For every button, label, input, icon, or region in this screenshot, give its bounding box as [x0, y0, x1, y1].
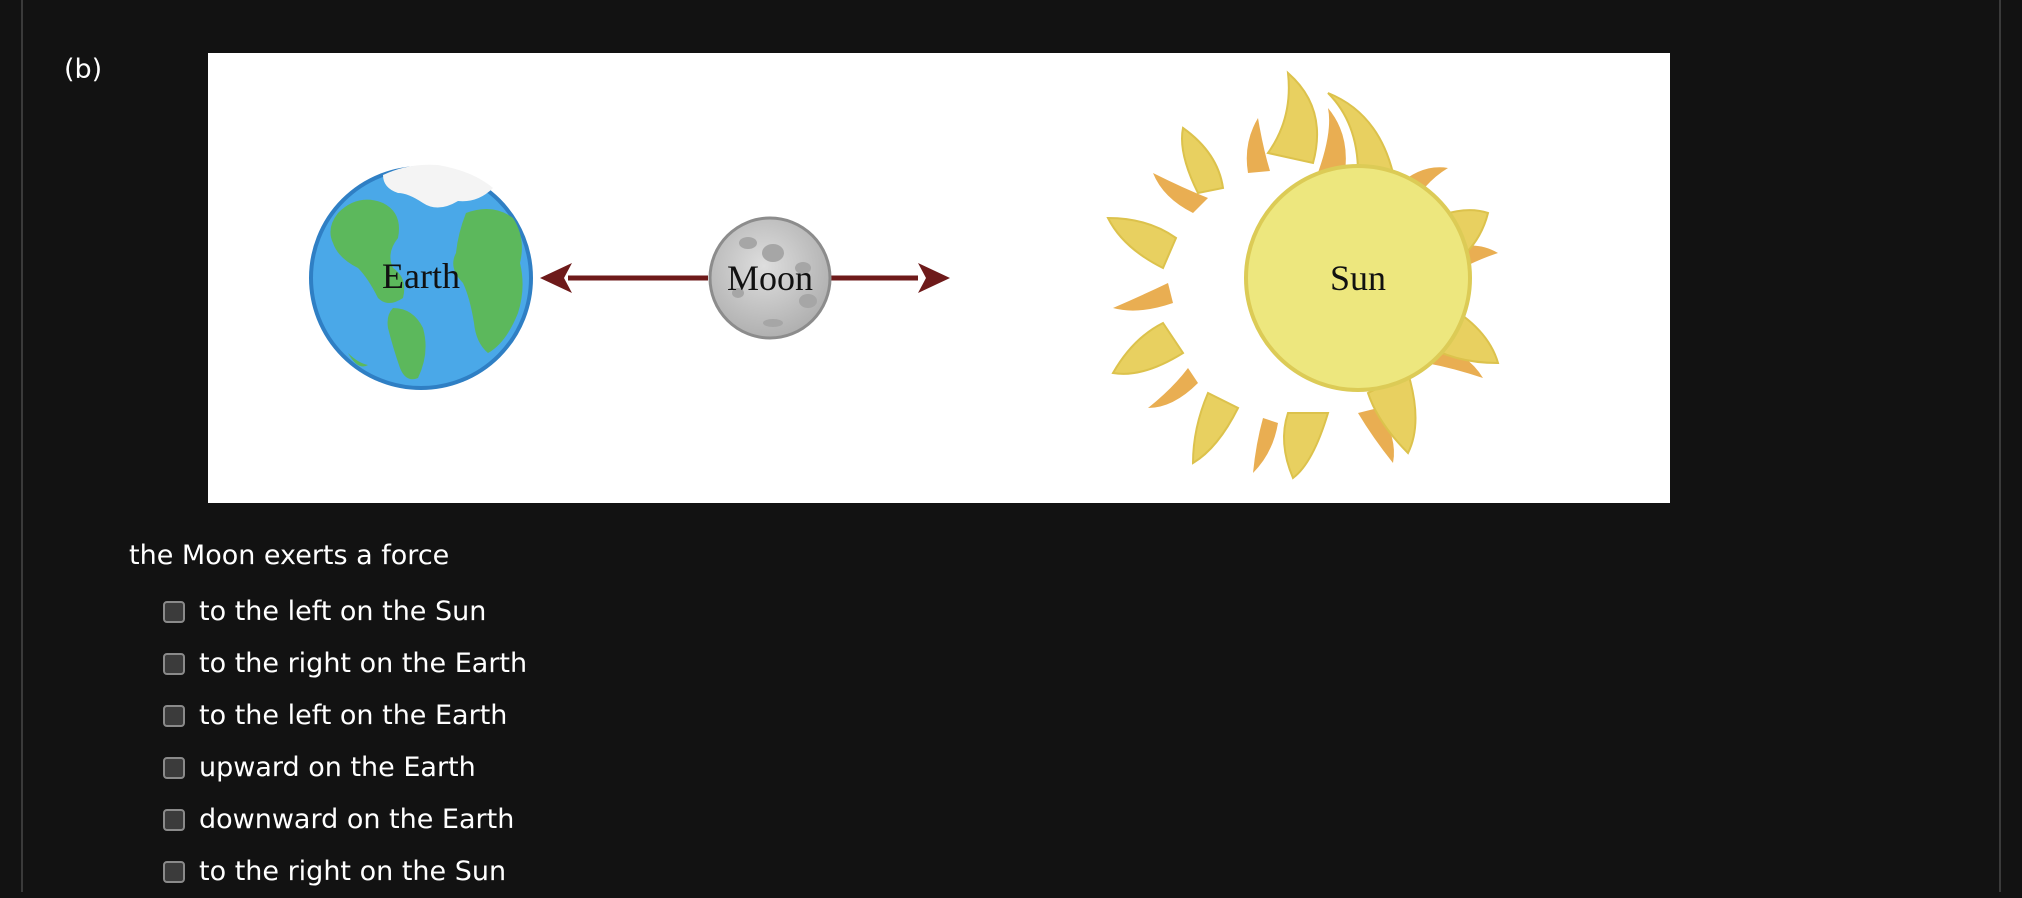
option-label: to the right on the Earth — [199, 648, 528, 679]
answer-options: to the left on the Sun to the right on t… — [163, 586, 527, 898]
question-text: the Moon exerts a force — [129, 540, 450, 571]
sun-icon — [1106, 70, 1500, 480]
panel-right-border — [1999, 0, 2001, 892]
arrow-right-icon — [828, 263, 950, 293]
moon-label: Moon — [727, 258, 813, 298]
part-label: (b) — [64, 54, 103, 85]
checkbox[interactable] — [163, 809, 185, 831]
option-right-on-sun[interactable]: to the right on the Sun — [163, 846, 527, 898]
earth-icon — [309, 164, 533, 390]
option-left-on-earth[interactable]: to the left on the Earth — [163, 690, 527, 742]
option-label: to the right on the Sun — [199, 856, 507, 887]
moon-icon — [708, 216, 832, 340]
checkbox[interactable] — [163, 705, 185, 727]
checkbox[interactable] — [163, 757, 185, 779]
figure-earth-moon-sun: Earth Moon — [208, 53, 1670, 503]
figure-svg: Earth Moon — [309, 70, 1500, 480]
checkbox[interactable] — [163, 601, 185, 623]
sun-label: Sun — [1330, 258, 1386, 298]
panel-left-border — [21, 0, 23, 892]
option-label: upward on the Earth — [199, 752, 476, 783]
checkbox[interactable] — [163, 861, 185, 883]
option-upward-on-earth[interactable]: upward on the Earth — [163, 742, 527, 794]
option-downward-on-earth[interactable]: downward on the Earth — [163, 794, 527, 846]
option-right-on-earth[interactable]: to the right on the Earth — [163, 638, 527, 690]
checkbox[interactable] — [163, 653, 185, 675]
option-label: downward on the Earth — [199, 804, 515, 835]
earth-label: Earth — [382, 256, 460, 296]
option-left-on-sun[interactable]: to the left on the Sun — [163, 586, 527, 638]
option-label: to the left on the Sun — [199, 596, 487, 627]
option-label: to the left on the Earth — [199, 700, 508, 731]
arrow-left-icon — [540, 263, 708, 293]
